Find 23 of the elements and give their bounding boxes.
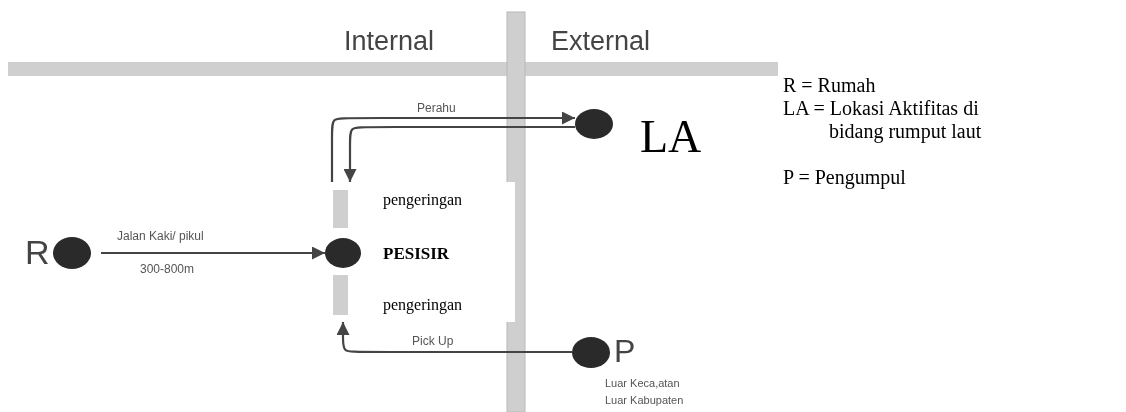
node-letter: R: [25, 234, 51, 272]
location-dot: [572, 337, 610, 368]
arrow: [343, 125, 575, 182]
node-letter: LA: [640, 112, 703, 163]
arrow: [336, 322, 572, 354]
region-heading: Internal: [344, 26, 435, 58]
region-heading: External: [551, 26, 651, 58]
node-letter: P: [614, 334, 637, 370]
distance-label: 300-800m: [140, 263, 195, 277]
location-dot: [53, 237, 91, 269]
node-caption: Luar Keca,atan Luar Kabupaten: [605, 376, 685, 408]
edge-label: Jalan Kaki/ pikul: [115, 229, 206, 243]
arrow: [101, 246, 325, 260]
edge-label: Pick Up: [410, 334, 456, 348]
drying-label: pengeringan: [383, 190, 463, 210]
legend-text: LA = Lokasi Aktifitas di bidang rumput laut: [783, 97, 983, 143]
arrow: [330, 111, 575, 182]
legend-text: P = Pengumpul: [783, 166, 907, 189]
place-name: PESISIR: [383, 244, 450, 265]
drying-label: pengeringan: [383, 295, 463, 315]
edge-label: Perahu: [415, 101, 458, 115]
location-dot: [575, 109, 613, 139]
legend-text: R = Rumah: [783, 74, 877, 97]
